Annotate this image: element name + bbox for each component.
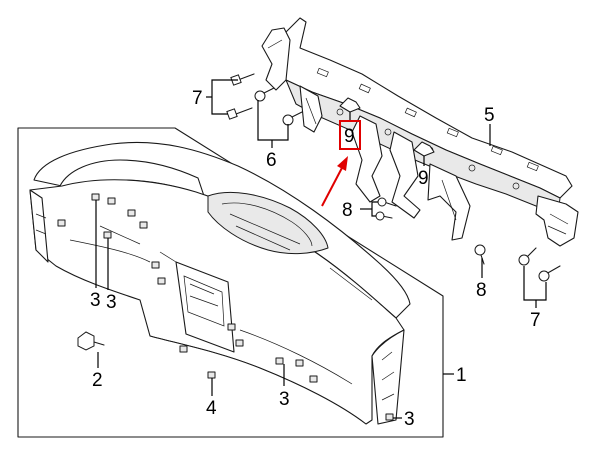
highlight-arrow-head [337, 156, 348, 171]
callout-5: 5 [484, 105, 495, 126]
highlight-arrow [321, 163, 345, 207]
callout-3-left-b: 3 [106, 292, 117, 313]
bolt-2 [77, 331, 105, 351]
callout-3-center: 3 [279, 389, 290, 410]
dashboard-clips [57, 193, 394, 421]
callout-2: 2 [92, 370, 103, 391]
dashboard-group-frame [17, 127, 444, 438]
retainer-clip-9 [339, 97, 435, 157]
leader-lines [95, 79, 547, 419]
callout-9-right: 9 [418, 168, 429, 189]
callout-7-upper: 7 [192, 88, 203, 109]
instrument-panel [29, 141, 411, 425]
callout-1: 1 [456, 365, 467, 386]
bolts-7-upper [226, 73, 255, 120]
highlight-callout [321, 120, 361, 207]
callout-6: 6 [266, 150, 277, 171]
callout-8-right: 8 [476, 280, 487, 301]
callout-7-lower: 7 [530, 310, 541, 331]
callout-9-highlighted: 9 [344, 126, 355, 147]
callout-8-left: 8 [342, 200, 353, 221]
callout-3-right: 3 [404, 409, 415, 430]
bolts-7-lower [518, 247, 561, 282]
callout-labels: 1 2 3 3 3 3 4 5 6 7 7 8 8 9 9 [90, 88, 541, 430]
callout-3-left-a: 3 [90, 290, 101, 311]
highlight-box [339, 120, 361, 150]
callout-4: 4 [206, 398, 217, 419]
